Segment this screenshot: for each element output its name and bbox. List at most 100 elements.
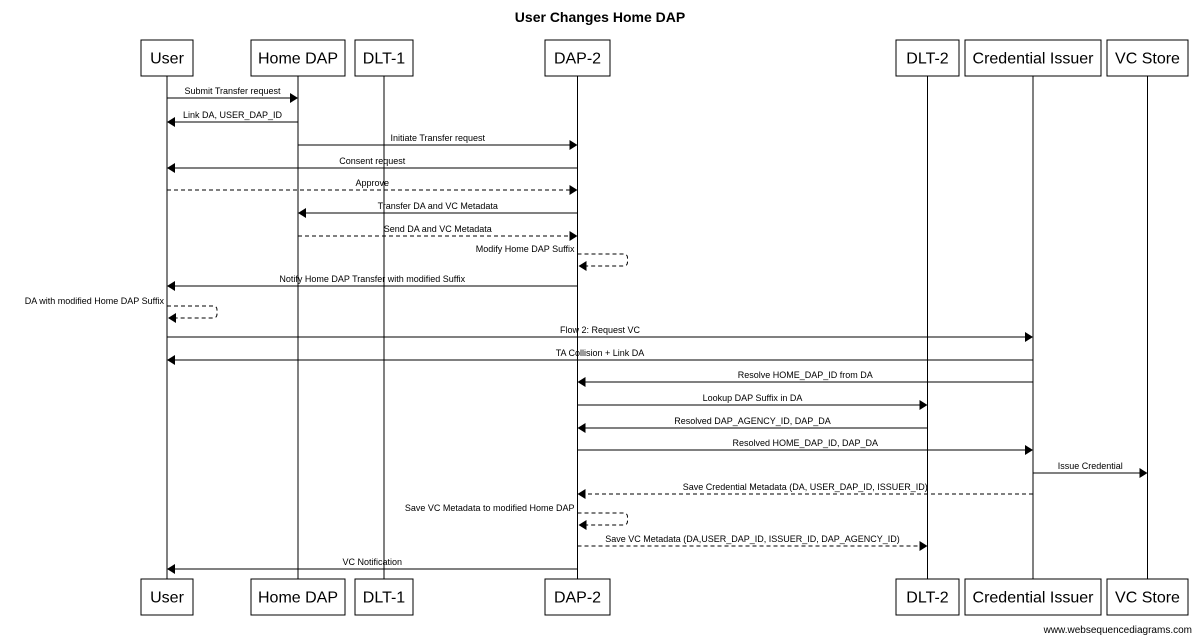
participant-name: Home DAP — [258, 590, 338, 607]
message-21: VC Notification — [167, 557, 578, 574]
participant-name: DLT-2 — [906, 590, 948, 607]
message-7: Send DA and VC Metadata — [298, 224, 578, 241]
message-6: Transfer DA and VC Metadata — [298, 201, 578, 218]
participant-user-bottom: User — [140, 578, 194, 616]
arrow-head — [578, 520, 587, 530]
participant-name: User — [150, 590, 184, 607]
message-3: Initiate Transfer request — [298, 133, 578, 150]
message-label: Flow 2: Request VC — [560, 325, 641, 335]
participant-name: DAP-2 — [554, 51, 601, 68]
message-15: Resolved DAP_AGENCY_ID, DAP_DA — [577, 416, 928, 433]
arrow-head — [577, 377, 586, 387]
arrow-head — [167, 163, 175, 173]
participant-box — [250, 39, 346, 77]
arrow-head — [167, 564, 175, 574]
participant-name: DLT-1 — [363, 51, 405, 68]
message-label: Save VC Metadata (DA,USER_DAP_ID, ISSUER… — [605, 534, 900, 544]
message-12: TA Collision + Link DA — [167, 348, 1033, 365]
participant-issuer-bottom: Credential Issuer — [964, 578, 1102, 616]
arrow-head — [577, 423, 586, 433]
participant-user-top: User — [140, 39, 194, 77]
participant-box — [964, 39, 1102, 77]
participant-name: VC Store — [1115, 51, 1180, 68]
participant-name: Credential Issuer — [973, 590, 1095, 607]
message-label: Save VC Metadata to modified Home DAP — [405, 503, 575, 513]
message-label: Resolved DAP_AGENCY_ID, DAP_DA — [674, 416, 831, 426]
participant-box — [544, 39, 611, 77]
message-18: Save Credential Metadata (DA, USER_DAP_I… — [577, 482, 1033, 499]
participant-box — [964, 578, 1102, 616]
participant-box — [354, 578, 414, 616]
participant-box — [895, 578, 960, 616]
message-10: DA with modified Home DAP Suffix — [25, 296, 218, 323]
arrow-head — [577, 489, 586, 499]
participant-name: DLT-1 — [363, 590, 405, 607]
message-label: Resolved HOME_DAP_ID, DAP_DA — [732, 438, 878, 448]
participant-dap2-bottom: DAP-2 — [544, 578, 611, 616]
participant-box — [354, 39, 414, 77]
message-4: Consent request — [167, 156, 578, 173]
diagram-title: User Changes Home DAP — [515, 9, 685, 25]
participant-name: Credential Issuer — [973, 51, 1095, 68]
participant-box — [1106, 578, 1189, 616]
message-label: Issue Credential — [1058, 461, 1123, 471]
message-20: Save VC Metadata (DA,USER_DAP_ID, ISSUER… — [577, 534, 928, 551]
message-label: Resolve HOME_DAP_ID from DA — [738, 370, 873, 380]
message-label: Lookup DAP Suffix in DA — [703, 393, 803, 403]
message-label: Transfer DA and VC Metadata — [378, 201, 498, 211]
message-9: Notify Home DAP Transfer with modified S… — [167, 274, 578, 291]
message-label: Link DA, USER_DAP_ID — [183, 110, 283, 120]
arrow-head — [1025, 332, 1033, 342]
participant-dlt1-top: DLT-1 — [354, 39, 414, 77]
arrow-head — [569, 231, 578, 241]
message-label: Modify Home DAP Suffix — [476, 244, 575, 254]
participant-box — [140, 578, 194, 616]
message-label: TA Collision + Link DA — [556, 348, 645, 358]
message-label: Send DA and VC Metadata — [384, 224, 492, 234]
message-13: Resolve HOME_DAP_ID from DA — [577, 370, 1033, 387]
message-label: VC Notification — [342, 557, 402, 567]
arrow-head — [919, 400, 928, 410]
arrow-head — [1139, 468, 1148, 478]
message-label: Approve — [355, 178, 389, 188]
arrow-head — [919, 541, 928, 551]
participant-homedap-bottom: Home DAP — [250, 578, 346, 616]
participant-name: User — [150, 51, 184, 68]
arrow-head — [578, 261, 587, 271]
message-label: Notify Home DAP Transfer with modified S… — [279, 274, 465, 284]
arrow-head — [298, 208, 306, 218]
lifelines — [166, 76, 1148, 579]
participant-issuer-top: Credential Issuer — [964, 39, 1102, 77]
message-label: DA with modified Home DAP Suffix — [25, 296, 165, 306]
footer-watermark: www.websequencediagrams.com — [1043, 625, 1192, 636]
message-17: Issue Credential — [1033, 461, 1148, 478]
message-19: Save VC Metadata to modified Home DAP — [405, 503, 628, 530]
arrow-head — [167, 281, 175, 291]
participant-name: VC Store — [1115, 590, 1180, 607]
arrow-head — [167, 117, 175, 127]
participant-box — [140, 39, 194, 77]
message-5: Approve — [167, 178, 578, 195]
arrow-head — [167, 355, 175, 365]
arrow-head — [290, 93, 298, 103]
participant-box — [895, 39, 960, 77]
participant-name: DAP-2 — [554, 590, 601, 607]
arrow-head — [168, 313, 176, 323]
message-11: Flow 2: Request VC — [167, 325, 1033, 342]
participant-homedap-top: Home DAP — [250, 39, 346, 77]
arrow-head — [569, 140, 578, 150]
message-label: Initiate Transfer request — [390, 133, 485, 143]
participant-dlt2-top: DLT-2 — [895, 39, 960, 77]
message-2: Link DA, USER_DAP_ID — [167, 110, 298, 127]
message-8: Modify Home DAP Suffix — [476, 244, 628, 271]
participant-name: DLT-2 — [906, 51, 948, 68]
participant-vcstore-bottom: VC Store — [1106, 578, 1189, 616]
message-1: Submit Transfer request — [167, 86, 298, 103]
message-label: Consent request — [339, 156, 406, 166]
participant-name: Home DAP — [258, 51, 338, 68]
participant-vcstore-top: VC Store — [1106, 39, 1189, 77]
message-14: Lookup DAP Suffix in DA — [577, 393, 928, 410]
